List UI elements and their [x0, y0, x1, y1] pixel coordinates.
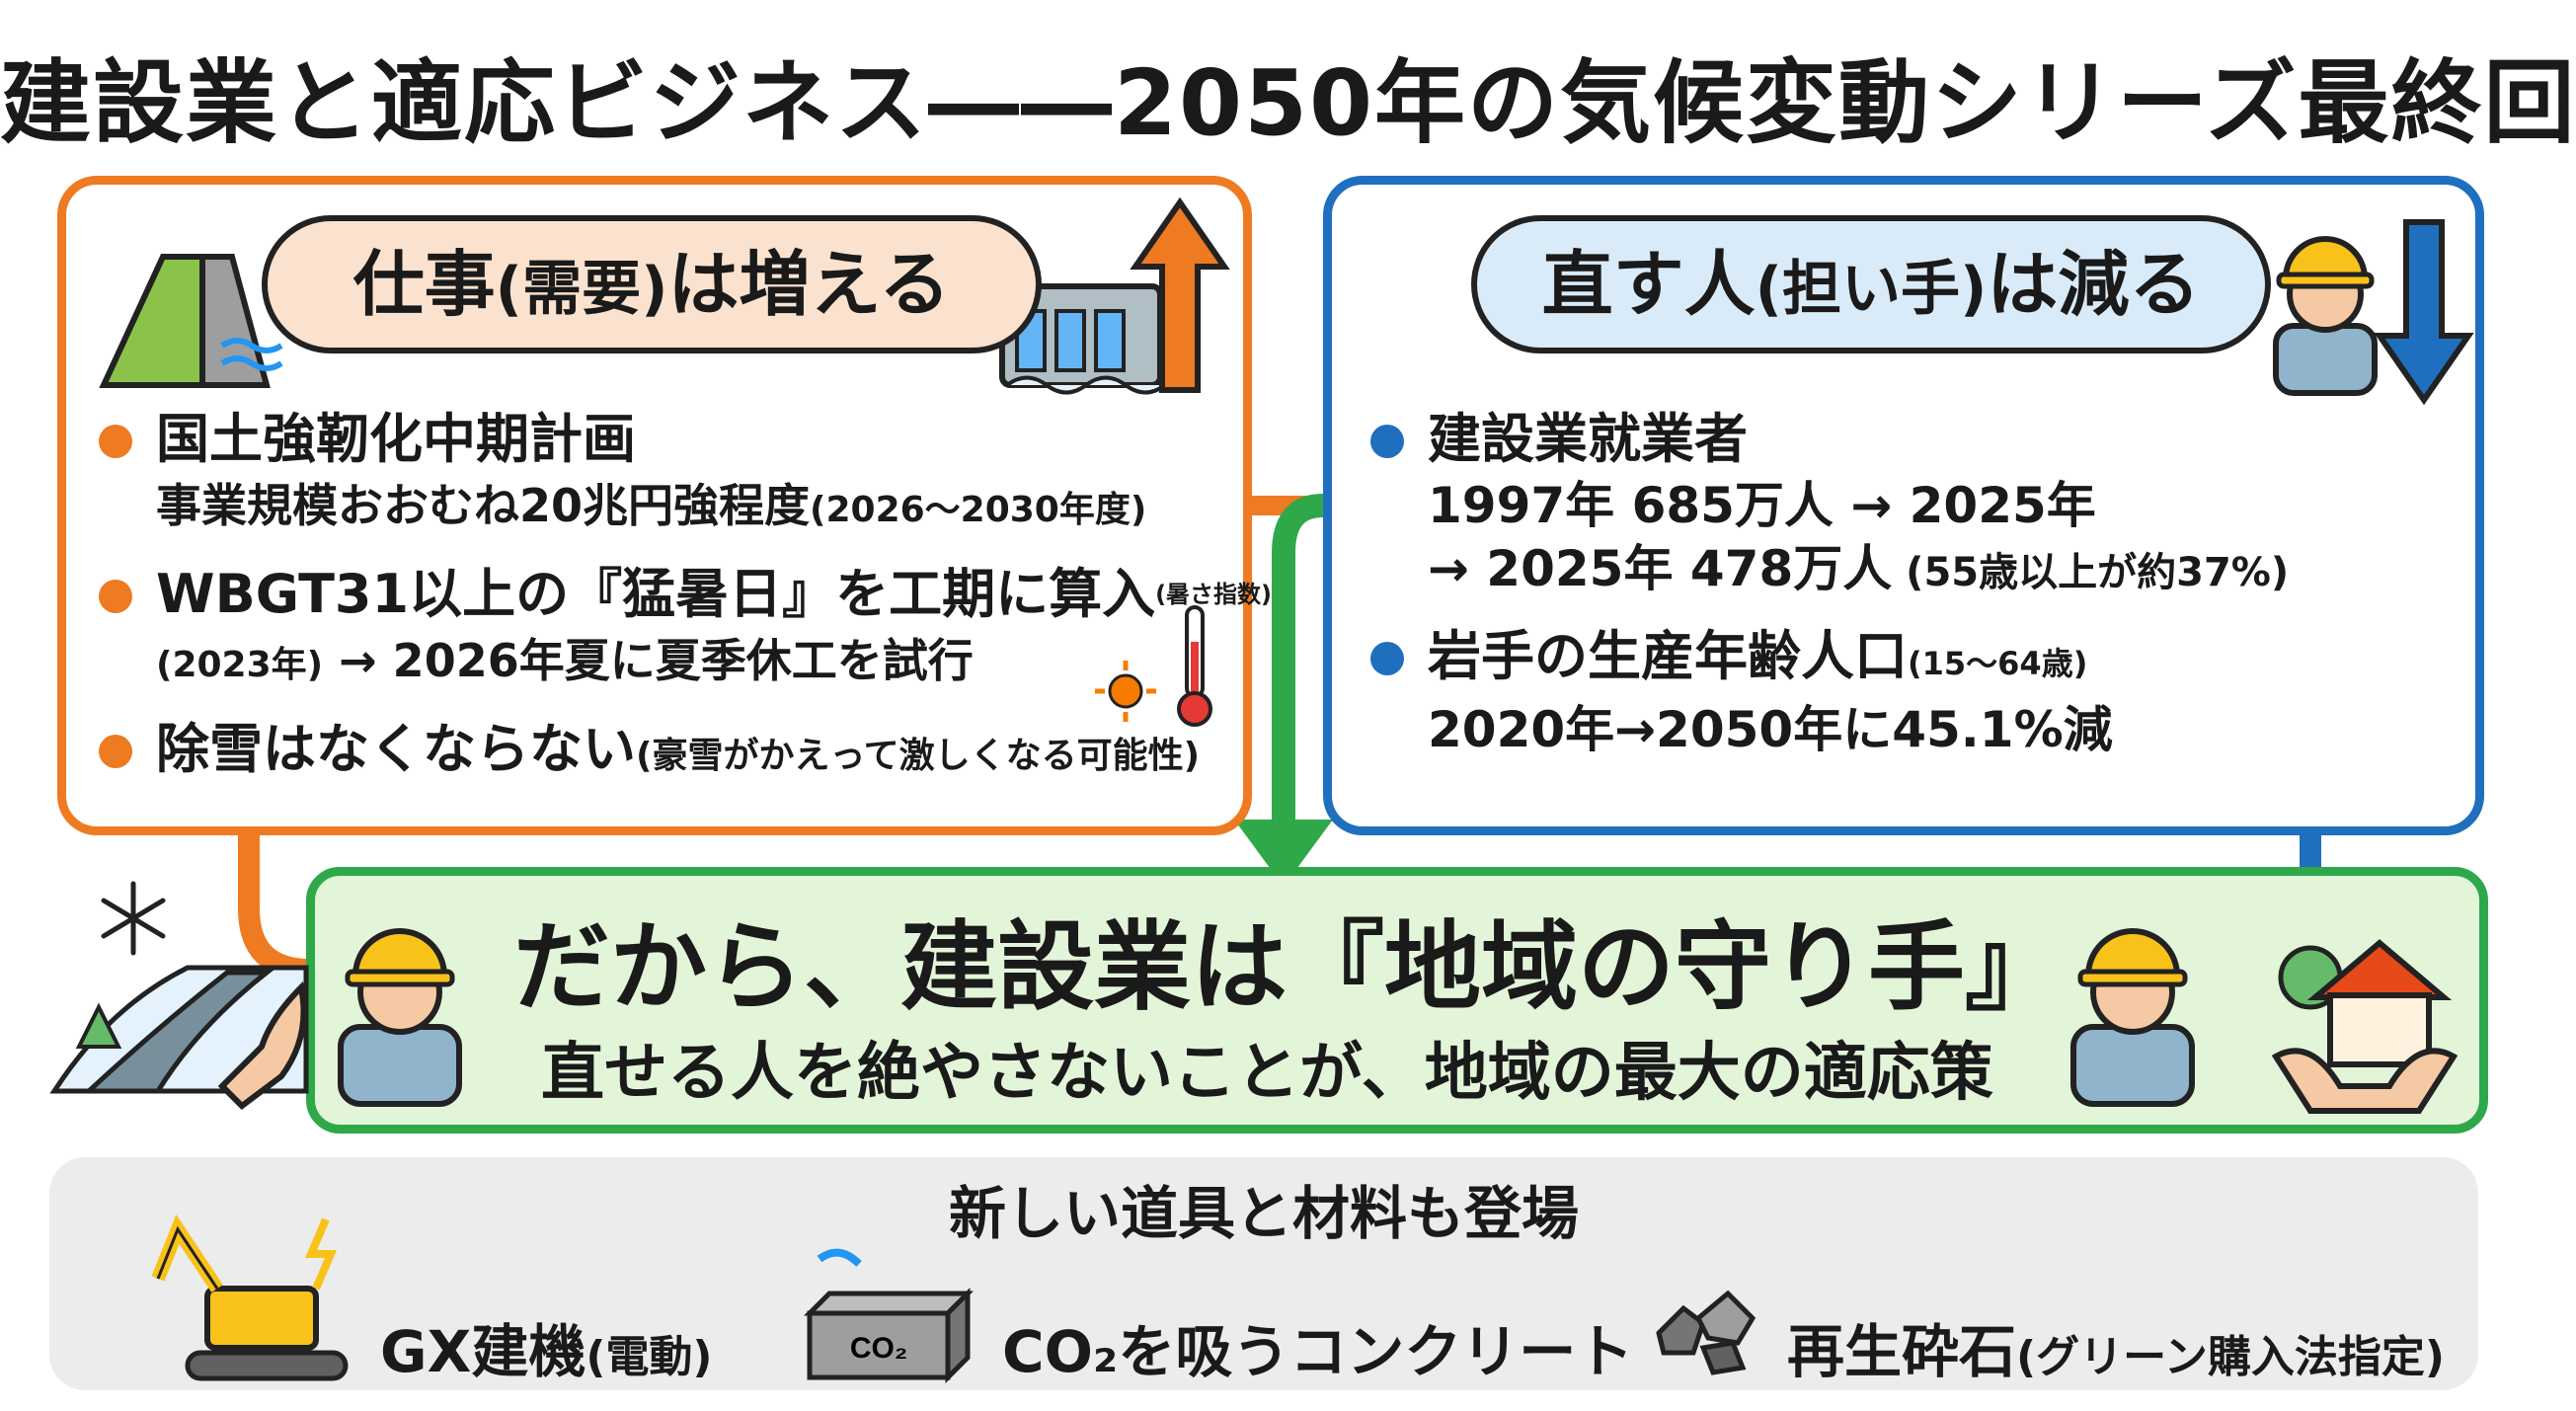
page-title: 建設業と適応ビジネス――2050年の気候変動シリーズ最終回	[0, 50, 2576, 156]
worker-icon	[2273, 236, 2378, 396]
thermometer-icon	[1177, 605, 1212, 727]
workforce-bubble: 直す人(担い手)は減る	[1471, 215, 2271, 353]
rubble-icon	[1656, 1290, 1756, 1375]
up-arrow-icon	[1130, 196, 1230, 393]
new-tools-heading: 新しい道具と材料も登場	[948, 1180, 1579, 1247]
worker-icon	[2070, 928, 2195, 1107]
conclusion-subtitle: 直せる人を絶やさないことが、地域の最大の適応策	[541, 1037, 1993, 1110]
demand-bubble: 仕事(需要)は増える	[262, 215, 1042, 353]
snowy-road-icon	[49, 965, 309, 1094]
green-flow-arrow	[1234, 820, 1333, 887]
tool-co2-concrete: CO₂を吸うコンクリート	[1002, 1318, 1634, 1385]
house-icon	[2271, 939, 2459, 1114]
worker-icon	[338, 928, 462, 1107]
sun-icon	[1095, 661, 1156, 722]
list-item: 岩手の生産年齢人口(15〜64歳) 2020年→2050年に45.1%減	[1370, 622, 2457, 761]
list-item: 除雪はなくならない(豪雪がかえって激しくなる可能性)	[99, 715, 1234, 791]
dam-icon	[99, 254, 283, 388]
down-arrow-icon	[2374, 219, 2474, 406]
new-tools-panel	[49, 1157, 2478, 1390]
workforce-list: 建設業就業者 1997年 685万人 → 2025年 → 2025年 478万人…	[1370, 405, 2457, 779]
hand-icon	[217, 980, 307, 1110]
tool-recycled-gravel: 再生砕石(グリーン購入法指定)	[1787, 1318, 2446, 1385]
concrete-block-icon: CO₂	[803, 1248, 975, 1384]
svg-text:CO₂: CO₂	[850, 1332, 907, 1365]
tool-gx-machine: GX建機(電動)	[380, 1318, 713, 1385]
conclusion-title: だから、建設業は『地域の守り手』	[513, 911, 2063, 1024]
demand-list: 国土強靭化中期計画 事業規模おおむね20兆円強程度(2026〜2030年度) W…	[99, 405, 1272, 809]
list-item: 建設業就業者 1997年 685万人 → 2025年 → 2025年 478万人…	[1370, 405, 2457, 604]
list-item: 国土強靭化中期計画 事業規模おおむね20兆円強程度(2026〜2030年度)	[99, 405, 1234, 542]
snowflake-icon	[101, 881, 166, 956]
floodgate-icon	[999, 283, 1167, 395]
excavator-icon	[151, 1215, 349, 1381]
list-item: WBGT31以上の『猛暑日』を工期に算入(暑さ指数) (2023年) → 202…	[99, 560, 1272, 697]
